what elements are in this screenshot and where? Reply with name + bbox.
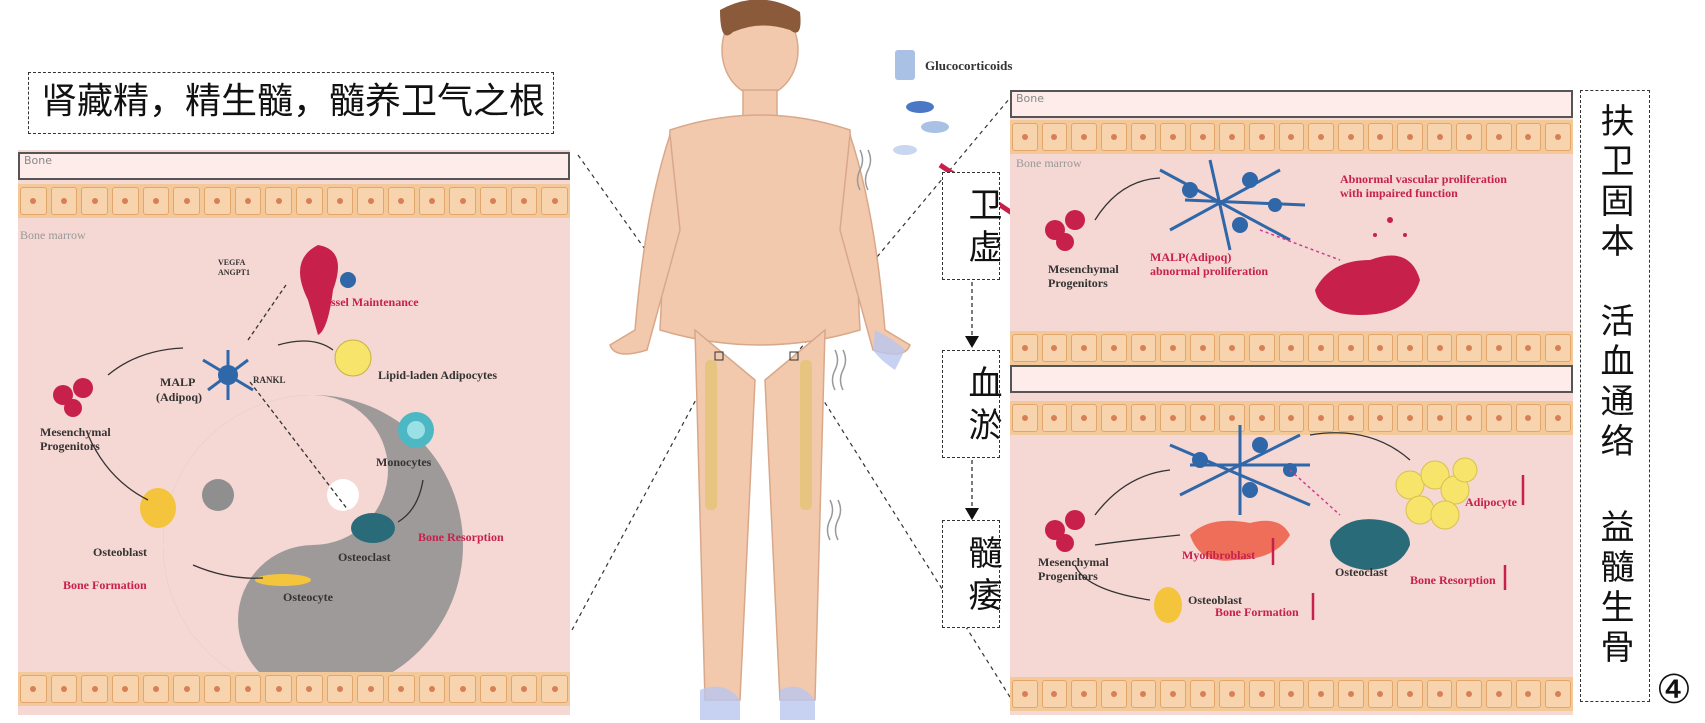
right-bottom-osteoblast: Osteoblast bbox=[1188, 593, 1242, 607]
vegf-label: VEGFA bbox=[218, 258, 246, 267]
right-top-marrow-label: Bone marrow bbox=[1016, 156, 1082, 170]
right-top-panel: Bone Bone marrow Abnormal vascular proli… bbox=[1010, 90, 1573, 365]
human-figure bbox=[609, 0, 911, 720]
right-vertical-line2: 活血通络 bbox=[1594, 303, 1634, 463]
left-bone-label: Bone bbox=[18, 152, 570, 180]
monocytes-label: Monocytes bbox=[376, 455, 432, 469]
left-bottom-cells bbox=[18, 672, 570, 706]
abnormal-vascular-1: Abnormal vascular proliferation bbox=[1340, 172, 1507, 186]
bone-resorption-label: Bone Resorption bbox=[418, 530, 504, 544]
right-bottom-diagram bbox=[1045, 425, 1525, 623]
progen-label: Progenitors bbox=[40, 439, 100, 453]
right-vertical-line1: 扶卫固本 bbox=[1594, 103, 1634, 263]
mesen-label: Mesenchymal bbox=[40, 425, 111, 439]
figure-number: ④ bbox=[1656, 667, 1692, 713]
right-top-malp-2: abnormal proliferation bbox=[1150, 264, 1269, 278]
chain-step-2: 血淤 bbox=[942, 350, 1002, 458]
osteocyte-label: Osteocyte bbox=[283, 590, 333, 604]
right-bottom-panel: Mesenchymal Progenitors Adipocyte Myofib… bbox=[1010, 365, 1573, 715]
malp-label: MALP bbox=[160, 375, 196, 389]
abnormal-vascular-2: with impaired function bbox=[1340, 186, 1458, 200]
right-top-bottom-cells bbox=[1010, 331, 1573, 365]
right-vertical-box: 扶卫固本 活血通络 益髓生骨 bbox=[1580, 90, 1650, 702]
left-marrow-label: Bone marrow bbox=[20, 228, 86, 242]
myofibroblast-label: Myofibroblast bbox=[1182, 548, 1256, 562]
right-bottom-progen: Progenitors bbox=[1038, 569, 1098, 583]
bone-formation-label: Bone Formation bbox=[63, 578, 147, 592]
vessel-label: Vessel Maintenance bbox=[318, 295, 419, 309]
right-top-bone-label: Bone bbox=[1010, 90, 1573, 118]
right-bottom-osteoclast: Osteoclast bbox=[1335, 565, 1388, 579]
chain-step-1: 卫虚 bbox=[942, 172, 1002, 280]
left-panel: Bone Bone marrow VEGFA ANGPT1 Vessel Mai… bbox=[18, 150, 570, 715]
right-bottom-bone-formation: Bone Formation bbox=[1215, 605, 1299, 619]
right-top-mesen: Mesenchymal bbox=[1048, 262, 1119, 276]
osteoblast-label: Osteoblast bbox=[93, 545, 147, 559]
right-top-progen: Progenitors bbox=[1048, 276, 1108, 290]
left-diagram bbox=[53, 245, 463, 695]
left-top-cells bbox=[18, 184, 570, 218]
right-bottom-bone-resorption: Bone Resorption bbox=[1410, 573, 1496, 587]
left-header-text: 肾藏精，精生髓，髓养卫气之根 bbox=[41, 81, 546, 122]
drug-label: Glucocorticoids bbox=[925, 58, 1013, 73]
right-bottom-bone-bar bbox=[1010, 365, 1573, 393]
osteoclast-label: Osteoclast bbox=[338, 550, 391, 564]
lipid-label: Lipid-laden Adipocytes bbox=[378, 368, 498, 382]
chain-arrows bbox=[965, 282, 979, 520]
right-bottom-top-cells bbox=[1010, 401, 1573, 435]
left-header-box: 肾藏精，精生髓，髓养卫气之根 bbox=[28, 72, 554, 134]
right-bottom-mesen: Mesenchymal bbox=[1038, 555, 1109, 569]
adipoq-label: (Adipoq) bbox=[156, 390, 203, 404]
chain-step-3: 髓痿 bbox=[942, 520, 1002, 628]
right-top-malp-1: MALP(Adipoq) bbox=[1150, 250, 1232, 264]
right-top-cells bbox=[1010, 120, 1573, 154]
rankl-label: RANKL bbox=[253, 375, 286, 385]
right-vertical-line3: 益髓生骨 bbox=[1594, 509, 1634, 669]
right-bottom-bottom-cells bbox=[1010, 677, 1573, 711]
angpt-label: ANGPT1 bbox=[218, 268, 250, 277]
adipocyte-label: Adipocyte bbox=[1465, 495, 1517, 509]
right-top-diagram bbox=[1045, 159, 1420, 315]
